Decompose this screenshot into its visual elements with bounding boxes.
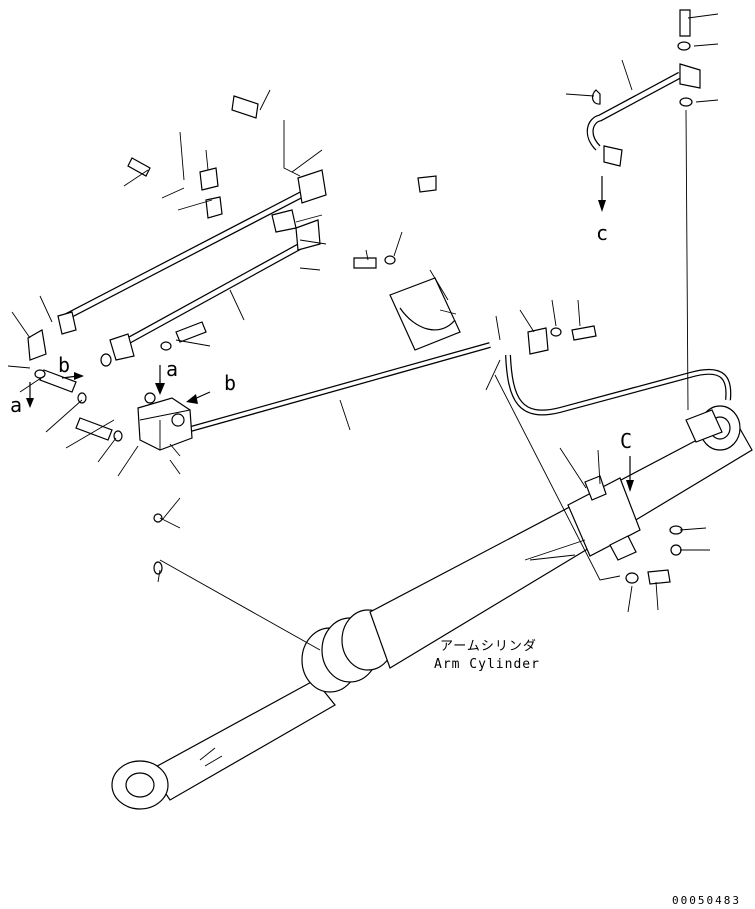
cylinder-caption-jp: アームシリンダ [440,639,537,654]
bolts-and-washers [34,9,693,585]
label-a-left: a [10,393,22,417]
arm-cylinder [111,405,753,810]
label-a-top: a [166,357,178,381]
label-b-left: b [58,353,70,377]
label-b-right: b [224,371,236,395]
direction-arrows [26,176,634,492]
label-c-cylinder: C [620,429,632,453]
drawing-code: 00050483 [672,894,741,907]
leader-lines [7,13,719,651]
clamp-brackets [27,63,701,361]
hose-lines [58,71,732,435]
label-c-upper: c [596,221,608,245]
cylinder-caption-en: Arm Cylinder [434,657,540,672]
control-valve [137,392,193,451]
